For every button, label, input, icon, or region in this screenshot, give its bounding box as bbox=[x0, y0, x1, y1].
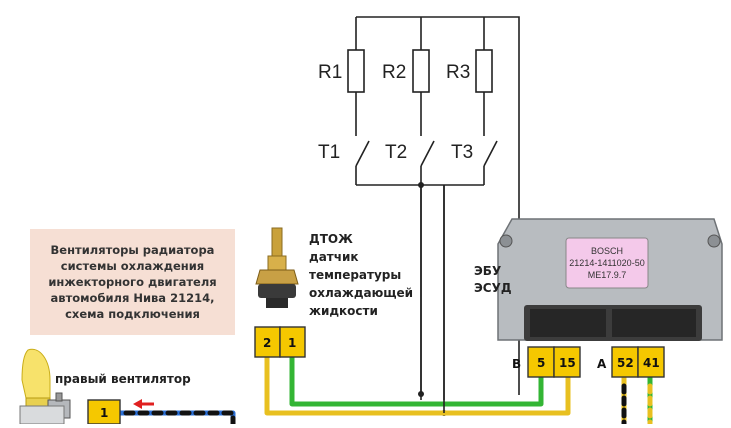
ecu-unit bbox=[497, 218, 723, 341]
ecu-pin-52: 52 bbox=[617, 356, 634, 370]
temperature-sensor bbox=[255, 227, 299, 308]
ecu-pin-15: 15 bbox=[559, 356, 576, 370]
ecu-pin-5: 5 bbox=[537, 356, 545, 370]
sensor-name: ДТОЖ bbox=[309, 232, 353, 246]
sensor-pin-1: 1 bbox=[288, 336, 296, 350]
switch-t2 bbox=[415, 136, 435, 167]
sensor-pin-2: 2 bbox=[263, 336, 271, 350]
switch-t3 bbox=[478, 136, 498, 167]
connector-b-label: B bbox=[512, 357, 521, 371]
resistor-r3 bbox=[475, 49, 493, 93]
sensor-connector bbox=[254, 326, 306, 358]
label-r2: R2 bbox=[382, 62, 406, 83]
diagram-title-box: Вентиляторы радиатора системы охлаждения… bbox=[30, 229, 235, 335]
fan-label: правый вентилятор bbox=[55, 372, 191, 386]
label-t1: T1 bbox=[318, 142, 340, 163]
ecu-connector-b bbox=[527, 346, 581, 378]
fan-motor-icon bbox=[19, 348, 71, 425]
ecu-label: ЭБУ ЭСУД bbox=[474, 264, 512, 295]
resistor-r1 bbox=[347, 49, 365, 93]
ecu-pin-41: 41 bbox=[643, 356, 660, 370]
sensor-description: датчик температуры охлаждающей жидкости bbox=[309, 250, 414, 318]
label-r3: R3 bbox=[446, 62, 470, 83]
resistor-r2 bbox=[412, 49, 430, 93]
relay-network bbox=[355, 16, 520, 400]
fan-pin-1: 1 bbox=[100, 406, 108, 420]
label-t2: T2 bbox=[385, 142, 407, 163]
wire-green bbox=[289, 354, 544, 407]
ecu-part-number: 21214-1411020-50 bbox=[569, 258, 644, 268]
label-t3: T3 bbox=[451, 142, 473, 163]
ecu-model: ME17.9.7 bbox=[588, 270, 627, 280]
connector-a-label: A bbox=[597, 357, 607, 371]
ecu-connector-a bbox=[611, 346, 665, 378]
diagram-title: Вентиляторы радиатора системы охлаждения… bbox=[48, 243, 217, 321]
label-r1: R1 bbox=[318, 62, 342, 83]
arrow-left-icon bbox=[133, 399, 154, 409]
wire-yellow bbox=[264, 354, 571, 416]
ecu-brand: BOSCH bbox=[591, 246, 623, 256]
switch-t1 bbox=[350, 136, 370, 167]
